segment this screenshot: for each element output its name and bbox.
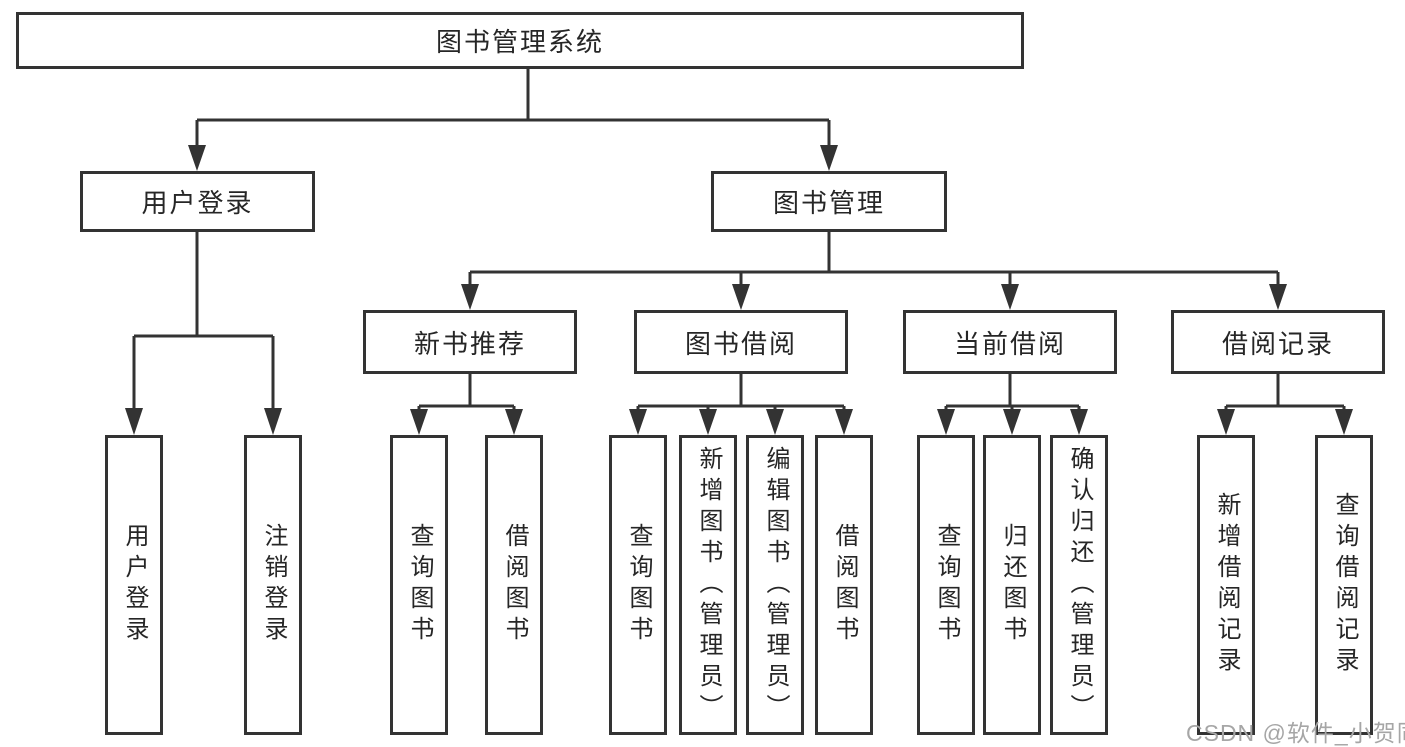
node-new-book-recommendation: 新书推荐 bbox=[363, 310, 577, 374]
leaf-label: 查询图书 bbox=[406, 523, 433, 647]
leaf-return-book: 归还图书 bbox=[983, 435, 1041, 735]
leaf-borrow-books-recommend: 借阅图书 bbox=[485, 435, 543, 735]
leaf-query-books-current: 查询图书 bbox=[917, 435, 975, 735]
node-label: 当前借阅 bbox=[953, 328, 1066, 359]
leaf-query-books-recommend: 查询图书 bbox=[390, 435, 448, 735]
leaf-logout: 注销登录 bbox=[244, 435, 302, 735]
leaf-label: 查询图书 bbox=[933, 523, 960, 647]
leaf-label: 查询图书 bbox=[625, 523, 652, 647]
leaf-confirm-return-admin: 确认归还（管理员） bbox=[1050, 435, 1108, 735]
leaf-label: 确认归还（管理员） bbox=[1066, 445, 1093, 725]
leaf-user-login: 用户登录 bbox=[105, 435, 163, 735]
watermark: CSDN @软件_小贺同学 bbox=[1186, 720, 1405, 746]
leaf-label: 借阅图书 bbox=[501, 523, 528, 647]
node-library-management-system: 图书管理系统 bbox=[16, 12, 1024, 69]
leaf-label: 用户登录 bbox=[121, 523, 148, 647]
leaf-label: 新增借阅记录 bbox=[1213, 492, 1240, 678]
node-borrowing-records: 借阅记录 bbox=[1171, 310, 1385, 374]
node-book-borrowing: 图书借阅 bbox=[634, 310, 848, 374]
node-label: 图书管理 bbox=[772, 188, 885, 218]
leaf-label: 借阅图书 bbox=[831, 523, 858, 647]
node-current-borrowing: 当前借阅 bbox=[903, 310, 1117, 374]
node-book-management: 图书管理 bbox=[711, 171, 947, 232]
node-user-login: 用户登录 bbox=[80, 171, 315, 232]
leaf-edit-book-admin: 编辑图书（管理员） bbox=[746, 435, 804, 735]
leaf-query-books-borrowing: 查询图书 bbox=[609, 435, 667, 735]
leaf-label: 编辑图书（管理员） bbox=[762, 445, 789, 725]
leaf-label: 注销登录 bbox=[260, 523, 287, 647]
node-label: 用户登录 bbox=[141, 188, 254, 218]
leaf-label: 归还图书 bbox=[999, 523, 1026, 647]
leaf-label: 查询借阅记录 bbox=[1331, 492, 1358, 678]
leaf-borrow-books-borrowing: 借阅图书 bbox=[815, 435, 873, 735]
leaf-add-borrow-record: 新增借阅记录 bbox=[1197, 435, 1255, 735]
node-label: 图书管理系统 bbox=[435, 27, 604, 57]
leaf-label: 新增图书（管理员） bbox=[695, 445, 722, 725]
leaf-add-book-admin: 新增图书（管理员） bbox=[679, 435, 737, 735]
node-label: 借阅记录 bbox=[1221, 328, 1334, 359]
leaf-query-borrow-record: 查询借阅记录 bbox=[1315, 435, 1373, 735]
node-label: 新书推荐 bbox=[413, 328, 526, 359]
node-label: 图书借阅 bbox=[684, 328, 797, 359]
